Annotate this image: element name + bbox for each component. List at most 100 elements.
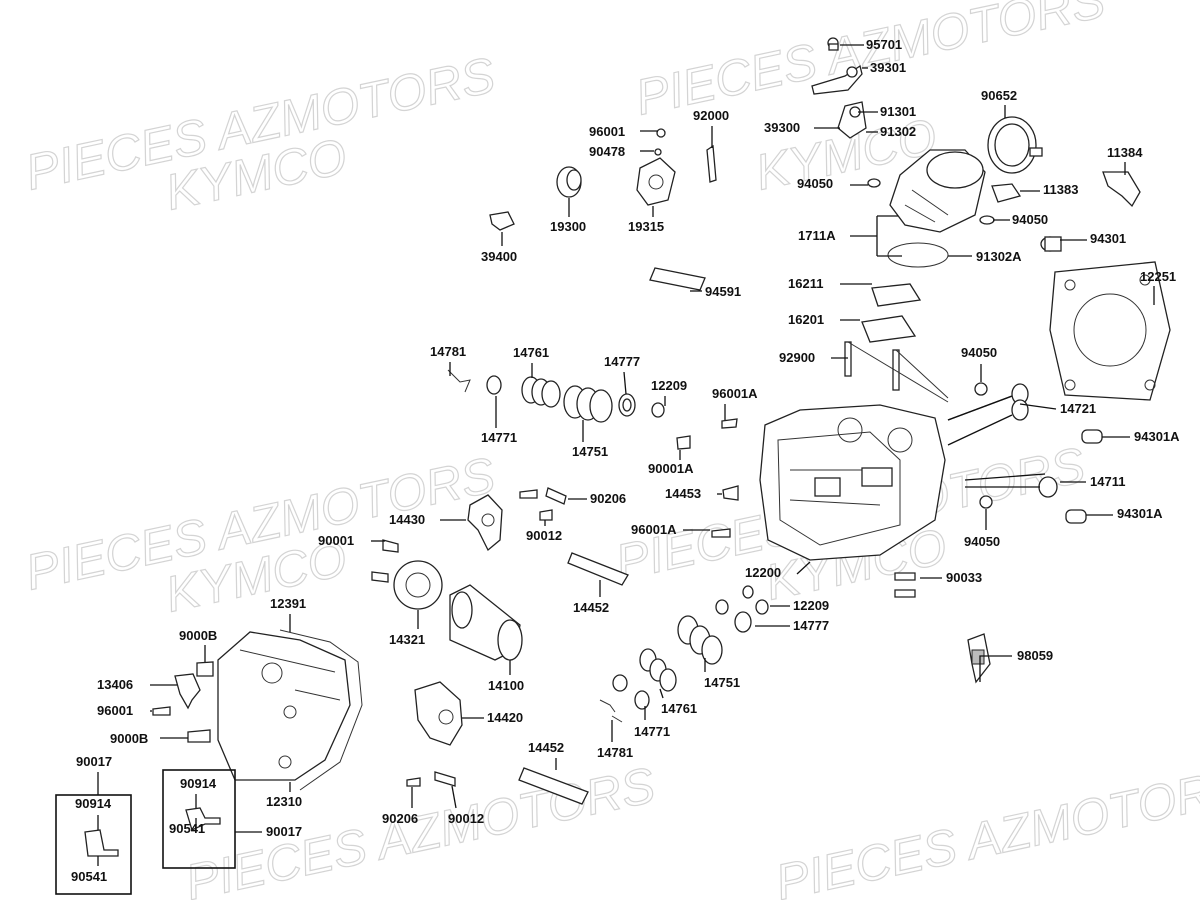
part-label-94050: 94050: [797, 176, 833, 191]
bearing-19300: [556, 166, 582, 198]
cap-94301: [1040, 236, 1062, 252]
bolt-96001-left: [152, 706, 171, 716]
bracket-13406: [174, 673, 201, 710]
part-label-39301: 39301: [870, 60, 906, 75]
gasket-12391: [279, 629, 363, 791]
part-label-94301A: 94301A: [1134, 429, 1180, 444]
pin-90012-lower: [434, 771, 456, 787]
kit-90017-box-2: [162, 769, 236, 869]
part-label-90541: 90541: [71, 869, 107, 884]
part-label-14751: 14751: [704, 675, 740, 690]
part-label-91301: 91301: [880, 104, 916, 119]
leader-line: [623, 371, 627, 395]
shaft-14452-upper: [567, 552, 629, 586]
part-label-14771: 14771: [481, 430, 517, 445]
part-label-14761: 14761: [513, 345, 549, 360]
bolt-96001A-lower: [711, 528, 731, 538]
part-label-14721: 14721: [1060, 401, 1096, 416]
part-label-90478: 90478: [589, 144, 625, 159]
kit-90017-box-1: [55, 794, 132, 895]
bolt-9000B-bottom: [187, 729, 211, 743]
intake-1711A: [889, 149, 986, 233]
pin-92000: [706, 144, 717, 183]
gasket-16201: [861, 315, 917, 343]
gasket-16211: [871, 283, 922, 307]
part-label-90652: 90652: [981, 88, 1017, 103]
bolt-95701: [827, 37, 839, 51]
bolts-90001: [371, 539, 399, 583]
part-label-90001: 90001: [318, 533, 354, 548]
part-label-94591: 94591: [705, 284, 741, 299]
part-label-12251: 12251: [1140, 269, 1176, 284]
elbow-39301: [811, 64, 863, 95]
part-label-14452: 14452: [573, 600, 609, 615]
pin-90206-lower: [406, 777, 421, 787]
part-label-12310: 12310: [266, 794, 302, 809]
bolt-9000B-top: [196, 661, 214, 677]
part-label-14711: 14711: [1090, 474, 1125, 489]
part-label-9000B: 9000B: [110, 731, 148, 746]
bolt-96001-top: [656, 128, 666, 138]
part-label-16201: 16201: [788, 312, 824, 327]
part-label-12391: 12391: [270, 596, 306, 611]
rocker-arm-14430: [467, 494, 503, 552]
part-label-1711A: 1711A: [798, 228, 836, 243]
seal-94050-upper: [974, 382, 988, 396]
part-label-12209: 12209: [651, 378, 687, 393]
valve-spring-group-upper: [447, 369, 665, 423]
part-label-96001: 96001: [589, 124, 625, 139]
sensor-39400: [489, 211, 515, 231]
part-label-12209: 12209: [793, 598, 829, 613]
spark-plug-98059: [967, 633, 991, 684]
part-label-14100: 14100: [488, 678, 524, 693]
nut-94050-b: [979, 215, 995, 225]
part-label-19300: 19300: [550, 219, 586, 234]
part-label-90017: 90017: [76, 754, 112, 769]
part-label-90206: 90206: [590, 491, 626, 506]
gasket-12251: [1049, 261, 1171, 401]
part-label-14777: 14777: [793, 618, 829, 633]
bolt-90001A: [676, 435, 691, 450]
part-label-90541: 90541: [169, 821, 205, 836]
part-label-91302A: 91302A: [976, 249, 1022, 264]
leader-line: [659, 688, 664, 699]
part-label-90206: 90206: [382, 811, 418, 826]
leader-lines: [97, 44, 1155, 866]
leader-line: [979, 655, 1012, 682]
part-label-96001A: 96001A: [712, 386, 758, 401]
sprocket-14321: [393, 560, 443, 610]
part-label-91302: 91302: [880, 124, 916, 139]
part-label-90033: 90033: [946, 570, 982, 585]
part-label-94301: 94301: [1090, 231, 1126, 246]
leader-line: [451, 785, 457, 809]
rocker-arm-14420: [414, 681, 463, 746]
part-label-14430: 14430: [389, 512, 425, 527]
part-label-12200: 12200: [745, 565, 781, 580]
part-label-9000B: 9000B: [179, 628, 217, 643]
clip-11384: [1102, 171, 1141, 208]
part-label-90914: 90914: [75, 796, 112, 811]
leader-line: [850, 215, 902, 257]
part-label-92900: 92900: [779, 350, 815, 365]
part-label-14453: 14453: [665, 486, 701, 501]
leader-line: [1019, 403, 1057, 410]
part-label-39300: 39300: [764, 120, 800, 135]
oring-91302A: [887, 242, 949, 268]
part-label-14420: 14420: [487, 710, 523, 725]
shaft-14452-lower: [518, 767, 589, 805]
part-label-92000: 92000: [693, 108, 729, 123]
part-label-94301A: 94301A: [1117, 506, 1163, 521]
pin-90206-b: [545, 487, 567, 505]
part-label-16211: 16211: [788, 276, 823, 291]
part-label-14781: 14781: [430, 344, 466, 359]
bush-11383: [991, 183, 1022, 203]
part-label-96001A: 96001A: [631, 522, 677, 537]
part-label-94050: 94050: [1012, 212, 1048, 227]
valve-spring-group-lower: [599, 585, 769, 723]
part-label-90012: 90012: [526, 528, 562, 543]
cap-94301A-a: [1081, 429, 1103, 444]
part-label-94050: 94050: [964, 534, 1000, 549]
